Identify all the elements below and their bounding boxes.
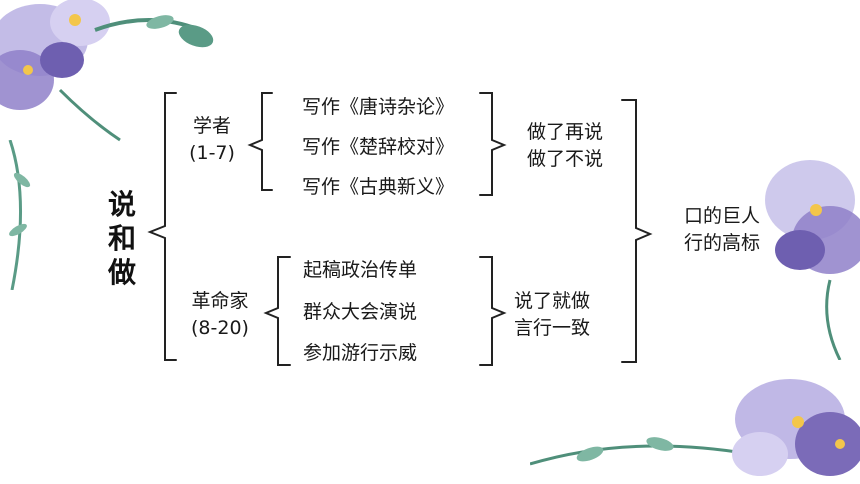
flower-decoration-right [765, 160, 860, 360]
main-brace [147, 92, 177, 361]
revolutionary-role: 革命家 [191, 290, 249, 312]
scholar-summary-1: 做了再说 [527, 121, 604, 143]
revolutionary-period: (8-20) [191, 317, 249, 339]
flower-decoration-top-left [0, 0, 214, 142]
revolutionary-brace [263, 256, 291, 366]
scholar-summary-2: 做了不说 [527, 148, 604, 170]
revolutionary-action-1: 起稿政治传单 [303, 259, 418, 281]
summary-close-brace [621, 99, 653, 363]
scholar-period: (1-7) [189, 142, 235, 164]
leaf-decoration-left [8, 140, 31, 290]
title-char-2: 和 [107, 222, 136, 255]
conclusion-line-1: 口的巨人 [684, 205, 761, 227]
diagram-title: 说 和 做 [104, 188, 140, 290]
title-char-1: 说 [107, 188, 136, 221]
revolutionary-summary-1: 说了就做 [514, 290, 591, 312]
flower-decoration-bottom-right [530, 379, 860, 476]
scholar-work-2: 写作《楚辞校对》 [302, 136, 455, 158]
scholar-brace [247, 92, 273, 191]
scholar-work-1: 写作《唐诗杂论》 [302, 96, 455, 118]
revolutionary-close-brace [479, 256, 507, 366]
revolutionary-action-3: 参加游行示威 [303, 342, 418, 364]
scholar-work-3: 写作《古典新义》 [302, 176, 455, 198]
scholar-role: 学者 [192, 115, 231, 137]
revolutionary-action-2: 群众大会演说 [303, 301, 418, 323]
scholar-close-brace [479, 92, 507, 196]
conclusion-line-2: 行的高标 [684, 232, 761, 254]
revolutionary-summary-2: 言行一致 [514, 317, 591, 339]
title-char-3: 做 [107, 256, 136, 289]
